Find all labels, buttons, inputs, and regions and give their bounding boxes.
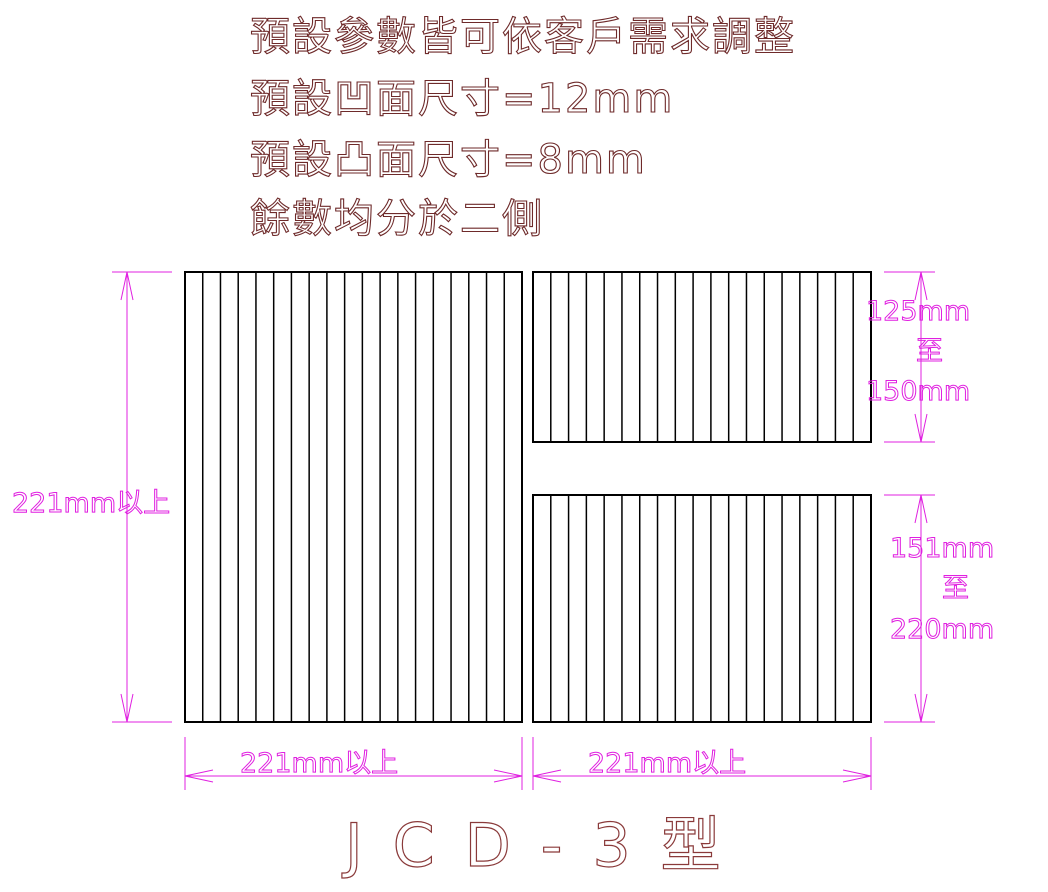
arrow-down-icon [914,413,928,443]
note-line-2: 預設凹面尺寸=12mm [250,76,674,122]
bottom-right-panel-outline [532,494,872,723]
left-width-label: 221mm以上 [240,748,398,779]
arrow-up-icon [120,271,134,301]
model-label: JCD-3型 [341,811,751,881]
arrow-left-icon [532,769,562,783]
left-panel-outline [184,271,523,723]
top-right-height-dimension [884,271,935,443]
bottom-right-min-label: 151mm [890,533,994,564]
left-height-label: 221mm以上 [12,488,170,519]
arrow-up-icon [914,494,928,524]
note-line-4: 餘數均分於二側 [250,196,544,242]
top-right-panel-outline [532,271,872,443]
bottom-right-height-dimension [884,494,935,723]
note-line-3: 預設凸面尺寸=8mm [250,137,647,183]
top-right-tile-panel [532,271,872,443]
left-width-dimension [184,737,523,790]
top-right-sep-label: 至 [916,336,943,367]
bottom-right-max-label: 220mm [890,614,994,645]
top-right-min-label: 125mm [866,296,970,327]
bottom-right-sep-label: 至 [942,573,969,604]
arrow-right-icon [493,769,523,783]
left-tile-panel [184,271,523,723]
arrow-left-icon [184,769,214,783]
bottom-right-tile-panel [532,494,872,723]
left-height-dimension [112,271,172,723]
arrow-down-icon [914,693,928,723]
right-width-dimension [532,737,872,790]
arrow-right-icon [842,769,872,783]
right-width-label: 221mm以上 [588,748,746,779]
note-line-1: 預設參數皆可依客戶需求調整 [250,14,796,60]
top-right-max-label: 150mm [866,376,970,407]
arrow-up-icon [914,271,928,301]
arrow-down-icon [120,693,134,723]
